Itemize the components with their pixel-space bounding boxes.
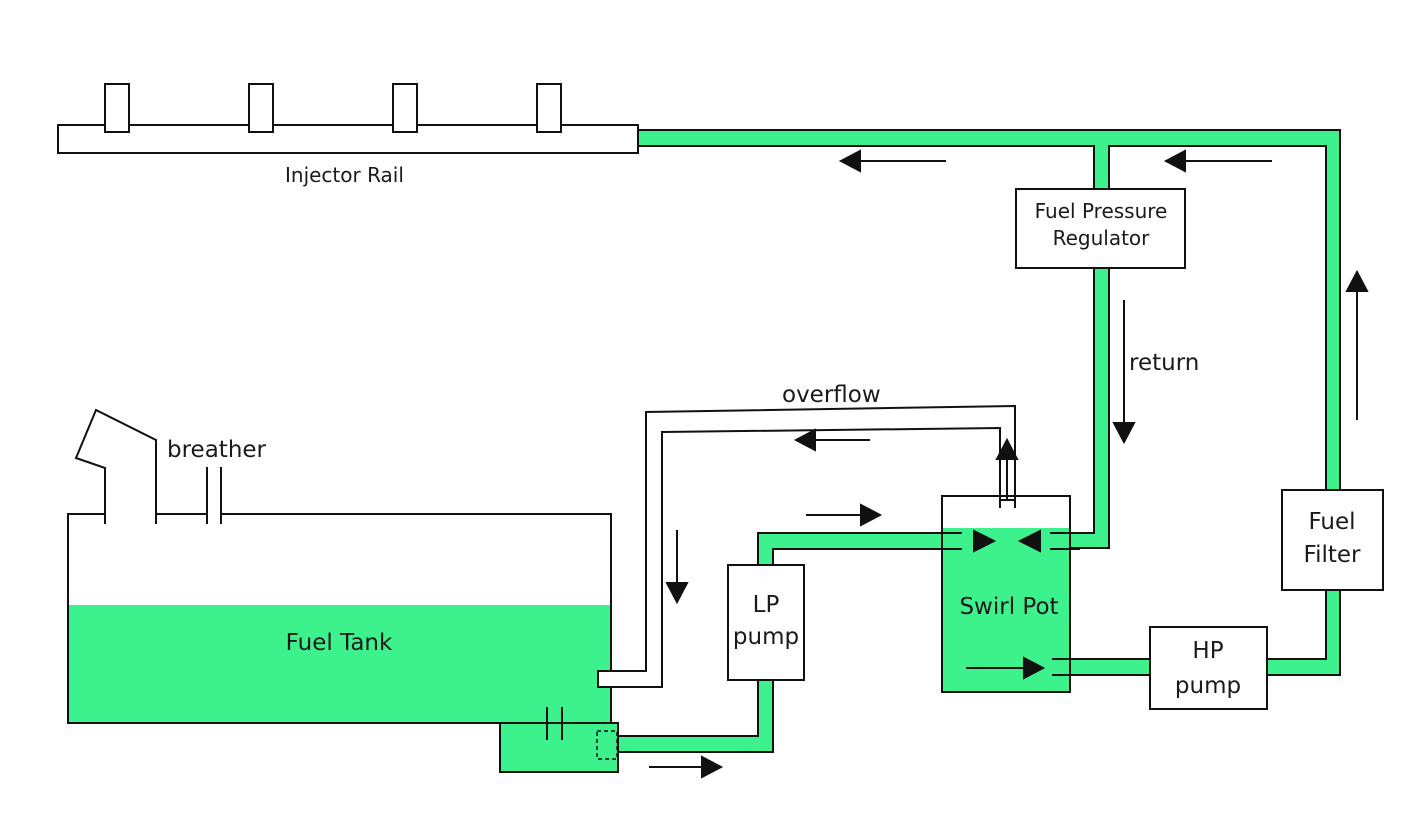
lp-pump-box [727,564,805,681]
fuel-filter: Fuel Filter [1281,489,1384,591]
arrow-down-overflow [665,530,689,605]
fuel-filter-box [1281,489,1384,591]
arrow-down-return [1112,300,1136,445]
injector-4 [536,83,562,133]
filler-neck [74,408,157,524]
injector-1 [104,83,130,133]
injector-rail-label: Injector Rail [285,163,404,187]
fuel-tank: breather Fuel Tank [67,408,619,773]
hp-pump: HP pump [1149,626,1268,710]
lp-pump-label-line1: LP [753,592,780,618]
arrow-left-overflow [793,428,870,452]
swirl-pot: Swirl Pot [930,495,1080,693]
arrow-left-rail [838,149,946,173]
injector-2 [248,83,274,133]
fpr-label-line2: Regulator [1053,226,1151,250]
pipe-lp-inlet [617,679,774,753]
fpr-label-line1: Fuel Pressure [1035,199,1168,223]
tank-outline [67,513,612,724]
arrow-right-lp-outlet [806,503,883,527]
swirl-pot-fill [942,528,1070,692]
lp-pump-label-line2: pump [733,624,799,650]
swirl-pot-inlet-lines [930,532,1080,676]
breather-pipe [206,467,222,524]
lp-pump: LP pump [727,564,805,681]
swirl-pot-label: Swirl Pot [959,594,1058,620]
breather-label: breather [167,437,267,463]
flow-arrows [649,149,1369,779]
arrow-up-right-column [1345,269,1369,420]
arrow-right-swirl-inlet [973,529,997,553]
injector-3 [392,83,418,133]
hp-pump-label-line1: HP [1192,638,1223,664]
arrow-up-swirl-outlet [995,437,1019,500]
overflow-label: overflow [782,382,881,408]
arrow-left-return-inlet [1017,529,1041,553]
pipe-lp-outlet [757,532,943,566]
fuel-filter-label-line2: Filter [1304,542,1362,568]
fuel-tank-label: Fuel Tank [286,630,393,656]
sump-coupling [546,707,563,740]
fuel-pressure-regulator: Fuel Pressure Regulator [1015,188,1186,269]
arrow-right-tank-outlet [649,755,724,779]
swirl-pot-overflow-outlet [999,500,1016,508]
return-label: return [1129,350,1199,376]
tank-fuel-fill [68,605,611,723]
pipe-return [1069,267,1110,549]
hp-pump-box [1149,626,1268,710]
fpr-box [1015,188,1186,269]
pipe-hp-inlet [1069,658,1151,676]
hp-pump-label-line2: pump [1175,673,1241,699]
pickup-strainer [596,730,618,760]
injector-rail: Injector Rail [57,83,639,187]
arrow-left-top-right [1163,149,1272,173]
pipe-rail-supply [637,129,1341,676]
fuel-filter-label-line1: Fuel [1308,509,1355,535]
arrow-right-swirl-outlet [966,656,1046,680]
